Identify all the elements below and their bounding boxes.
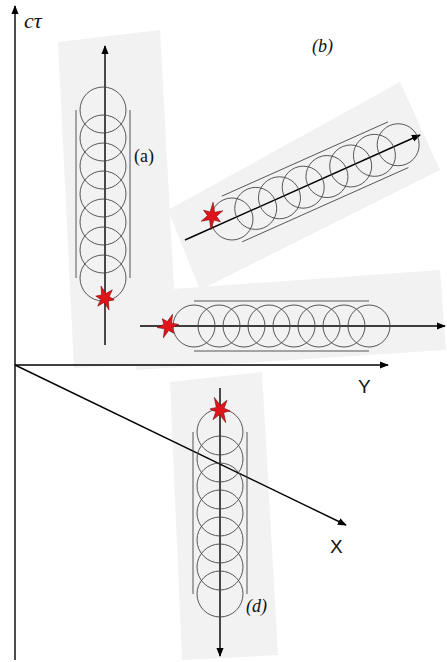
axis-label: cτ [24,8,42,34]
coil-c-edge [194,301,369,302]
coil-b [282,166,324,208]
panel-label: (b) [312,36,333,57]
coil-a [80,115,126,161]
coil-d [197,409,243,455]
coil-a [80,143,126,189]
coil-d [197,517,243,563]
x-axis [15,365,346,525]
coil-b [258,177,300,219]
coil-c [348,305,390,347]
coil-b [353,134,395,176]
panel-d [170,372,278,660]
panel-b [168,82,440,290]
coil-c [173,305,215,347]
coil-c [198,305,240,347]
coil-d [197,571,243,617]
coil-d [197,436,243,482]
event-star [96,286,114,310]
coil-d [197,463,243,509]
coil-d-edge [247,432,248,594]
red-stars [96,202,230,422]
axis-b [185,135,420,240]
coil-a [80,87,126,133]
coil-d [197,544,243,590]
axis-d [219,388,220,656]
coil-c [248,305,290,347]
panel-c [130,270,446,370]
y-axis [15,364,388,365]
axis-label: X [330,536,343,558]
event-star [157,314,179,338]
coil-a-edge [76,110,77,278]
coil-a [80,199,126,245]
axes [15,6,445,660]
panel-label: (a) [134,146,154,167]
coil-a-edge [130,110,131,278]
coil-c [298,305,340,347]
coil-c [273,305,315,347]
axis-c [140,325,445,326]
axis-label: Y [358,376,371,398]
coil-b [377,124,419,166]
coil-b [235,187,277,229]
coil-a [80,227,126,273]
panel-grounds [58,30,446,660]
coil-b [330,145,372,187]
coil-d [197,490,243,536]
coil-circles [76,87,419,617]
coil-c-edge [194,351,369,352]
coil-b-edge [222,122,388,196]
event-star [201,202,223,230]
coil-c [323,305,365,347]
panel-label: (d) [246,596,267,617]
event-star [210,397,230,422]
coil-b [306,156,348,198]
coil-b-edge [242,168,408,242]
coil-a [80,171,126,217]
coil-d-edge [193,432,194,594]
coil-c [223,305,265,347]
ct-axis [14,6,15,660]
